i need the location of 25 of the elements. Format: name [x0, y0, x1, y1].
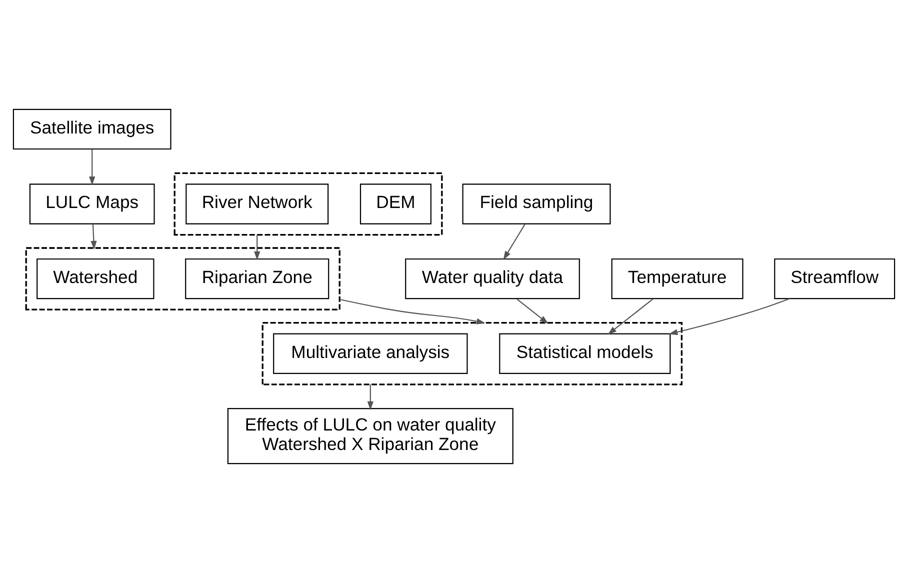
arrow — [516, 298, 548, 324]
cluster — [262, 322, 683, 386]
node-box: Watershed — [36, 258, 154, 300]
node-box: Water quality data — [405, 258, 580, 300]
node-box: Satellite images — [12, 108, 172, 150]
node-box: Multivariate analysis — [273, 333, 468, 374]
cluster — [174, 172, 443, 236]
node-box: Riparian Zone — [185, 258, 330, 300]
node-box: Statistical models — [499, 333, 671, 374]
node-box: Field sampling — [462, 184, 611, 224]
arrow — [339, 298, 486, 324]
node-box: Temperature — [611, 258, 744, 300]
node-box: River Network — [186, 184, 329, 224]
arrow — [668, 298, 790, 336]
arrow — [90, 224, 97, 250]
node-box: LULC Maps — [29, 184, 155, 224]
arrow — [89, 149, 96, 186]
cluster — [25, 247, 340, 310]
node-box: DEM — [360, 184, 432, 224]
node-box: Effects of LULC on water quality Watershed X Riparian Zone — [227, 408, 514, 464]
arrow — [503, 224, 526, 260]
arrow — [254, 234, 260, 260]
arrow — [367, 384, 374, 410]
node-box: Streamflow — [774, 258, 896, 300]
arrow — [608, 298, 654, 335]
